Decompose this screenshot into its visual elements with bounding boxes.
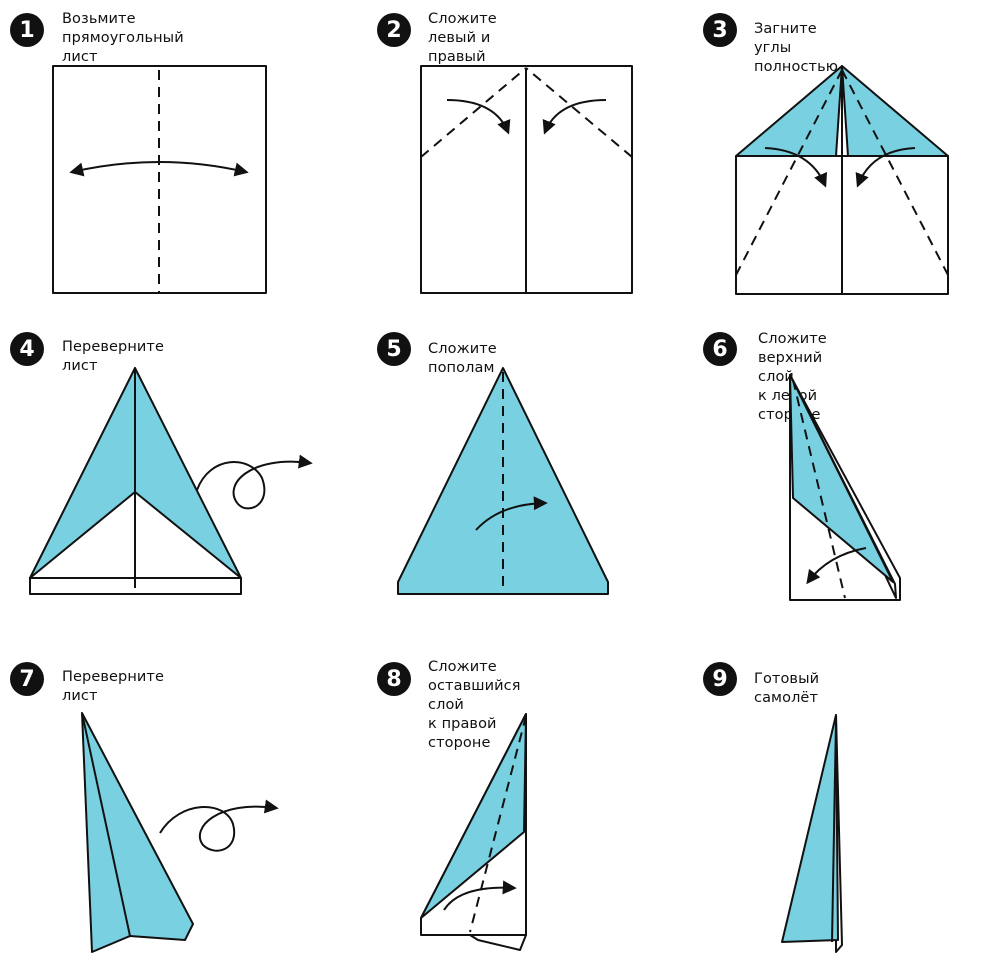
step-number-badge: 2 xyxy=(377,13,411,47)
step-number-badge: 1 xyxy=(10,13,44,47)
step-number-badge: 6 xyxy=(703,332,737,366)
step-caption: Готовый самолёт xyxy=(754,671,820,706)
step-caption: Переверните лист xyxy=(62,339,164,374)
step-number-badge: 7 xyxy=(10,662,44,696)
step-caption: Сложите оставшийся слой к правой стороне xyxy=(428,659,521,751)
step-number-badge: 4 xyxy=(10,332,44,366)
step-number-badge: 5 xyxy=(377,332,411,366)
step-number-badge: 8 xyxy=(377,662,411,696)
step-number-badge: 3 xyxy=(703,13,737,47)
step-caption: Переверните лист xyxy=(62,669,164,704)
step-caption: Загните углы полностью xyxy=(754,21,839,75)
step-number-badge: 9 xyxy=(703,662,737,696)
step-caption: Сложите пополам xyxy=(428,341,497,376)
